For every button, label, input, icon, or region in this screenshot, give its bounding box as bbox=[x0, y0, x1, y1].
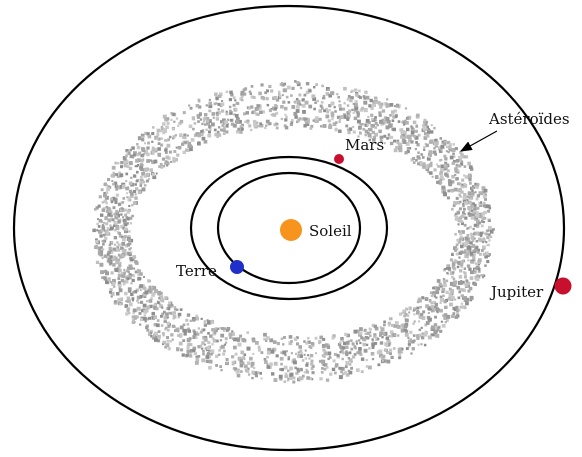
asteroid-belt bbox=[92, 80, 495, 384]
mars bbox=[334, 154, 344, 164]
sun-label: Soleil bbox=[309, 222, 352, 240]
asteroids-label: Astéroïdes bbox=[488, 110, 570, 128]
jupiter-orbit bbox=[12, 4, 566, 452]
mars-label: Mars bbox=[345, 136, 384, 154]
sun bbox=[280, 219, 302, 241]
earth-label: Terre bbox=[176, 262, 217, 280]
jupiter bbox=[554, 277, 572, 295]
jupiter-label: Jupiter bbox=[489, 283, 544, 301]
earth bbox=[230, 260, 244, 274]
earth-orbit bbox=[216, 171, 362, 285]
mars-orbit bbox=[189, 155, 389, 301]
asteroids-arrow bbox=[459, 130, 498, 152]
